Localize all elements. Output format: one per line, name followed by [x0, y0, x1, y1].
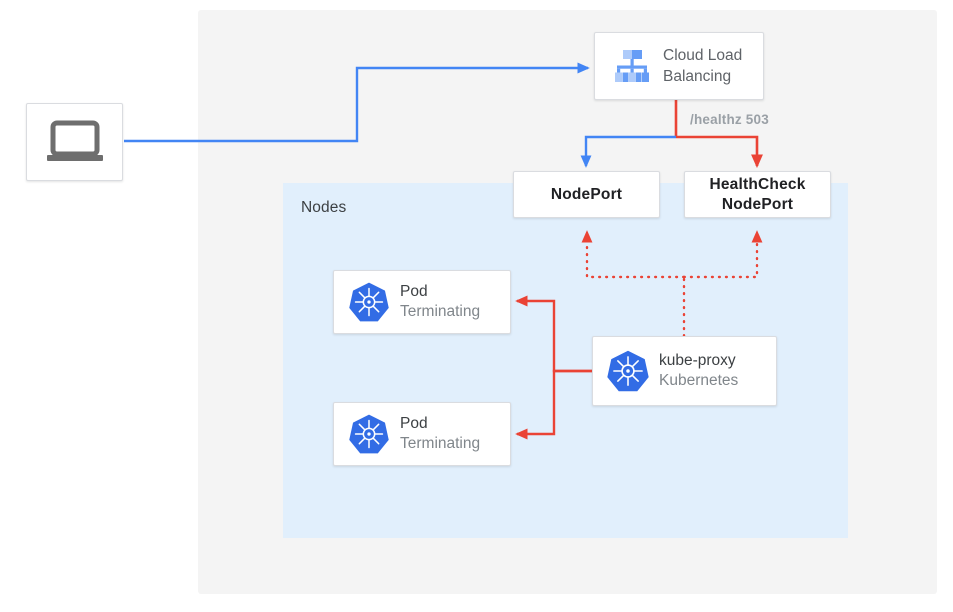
nodeport-label: NodePort [550, 185, 623, 203]
kube-proxy-text-group: kube-proxy Kubernetes [659, 351, 738, 392]
cloud-load-balancing-icon [601, 48, 663, 84]
pod-name: Pod [400, 282, 428, 300]
kubernetes-icon [338, 413, 400, 455]
cloud-load-balancing-label-line1: Cloud Load [663, 46, 743, 64]
kube-proxy-name: kube-proxy [659, 351, 736, 369]
healthcheck-nodeport-label-line2: NodePort [721, 195, 794, 213]
pod-node[interactable]: Pod Terminating [333, 402, 511, 466]
nodeport-node[interactable]: NodePort [513, 171, 660, 218]
pod-name: Pod [400, 414, 428, 432]
cloud-load-balancing-label: Cloud Load Balancing [663, 45, 742, 88]
nodes-region-label: Nodes [301, 199, 347, 216]
healthz-probe-label: /healthz 503 [690, 112, 769, 127]
pod-node[interactable]: Pod Terminating [333, 270, 511, 334]
pod-status: Terminating [400, 303, 481, 320]
cloud-load-balancing-label-line2: Balancing [663, 68, 732, 85]
cloud-load-balancing-node[interactable]: Cloud Load Balancing [594, 32, 764, 100]
pod-text-group: Pod Terminating [400, 282, 480, 323]
healthcheck-nodeport-label-line1: HealthCheck [709, 176, 806, 194]
kubernetes-icon [338, 281, 400, 323]
laptop-icon [44, 119, 106, 165]
client-node[interactable] [26, 103, 123, 181]
kube-proxy-subtitle: Kubernetes [659, 372, 739, 389]
kubernetes-icon [597, 349, 659, 393]
pod-text-group: Pod Terminating [400, 414, 480, 455]
healthcheck-nodeport-node[interactable]: HealthCheck NodePort [684, 171, 831, 218]
pod-status: Terminating [400, 435, 481, 452]
kube-proxy-node[interactable]: kube-proxy Kubernetes [592, 336, 777, 406]
healthcheck-nodeport-label: HealthCheck NodePort [709, 175, 805, 214]
